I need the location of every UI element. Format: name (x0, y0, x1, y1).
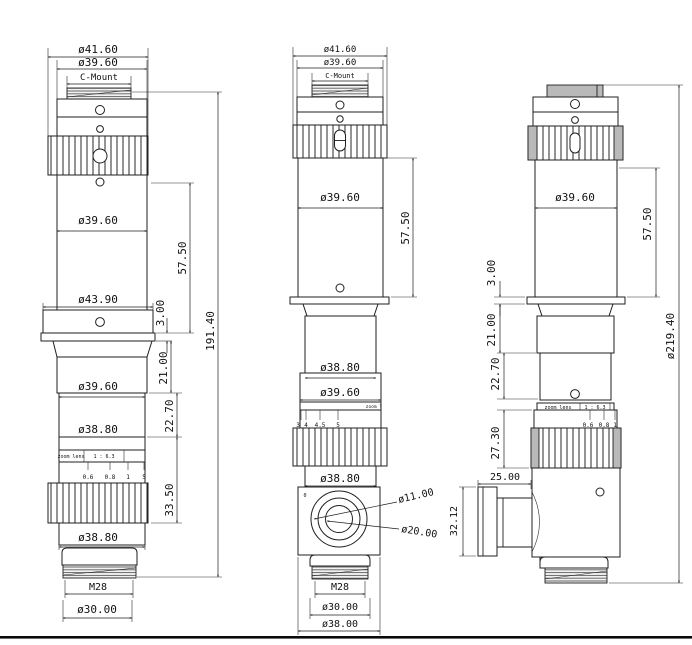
dim-mid-dia-41-60: ø41.60 (324, 45, 357, 55)
dim-left-57-50: 57.50 (176, 241, 189, 274)
left-side-dimensions: 57.50 3.00 21.00 22.70 33.50 191.40 (132, 91, 222, 578)
right-front-block (531, 467, 621, 558)
dim-mid-dia-38-80-low: ø38.80 (320, 472, 360, 485)
mid-scale-3: 3 (296, 422, 300, 429)
right-scale-1: 1 (613, 422, 617, 429)
dim-mid-dia-39-60-mid: ø39.60 (320, 191, 360, 204)
right-body: ø39.60 zoom lens 1 : 6.3 0.6 0.8 1 (477, 84, 626, 584)
dim-right-21-00: 21.00 (485, 313, 498, 346)
left-zoom-ring (47, 482, 149, 524)
mid-zoom-ring (292, 427, 388, 467)
left-band-ratio: 1 : 6.3 (93, 454, 114, 460)
mid-scale-4-5: 4.5 (315, 422, 326, 429)
right-band-ratio: 1 : 6.3 (584, 405, 605, 411)
right-scale-0-6: 0.6 (583, 422, 594, 429)
middle-top-dimensions: ø41.60 ø39.60 C-Mount (292, 45, 388, 125)
dim-mid-dia-38-00: ø38.00 (322, 619, 358, 630)
dim-left-21-00: 21.00 (157, 351, 170, 384)
mid-zero-mark: 0 (303, 493, 306, 499)
left-view: ø41.60 ø39.60 C-Mount ø39.60 (40, 43, 222, 622)
right-m28-thread (544, 567, 608, 584)
left-flange-plate (40, 332, 156, 342)
mid-band-label: zoom lens (366, 404, 391, 410)
left-body: ø39.60 ø43.90 ø39.60 ø38.80 (40, 87, 156, 622)
mid-bottom-neck (309, 554, 371, 567)
dim-left-m28: M28 (89, 582, 107, 593)
right-lens-curve (531, 491, 540, 553)
dim-left-22-70: 22.70 (163, 399, 176, 432)
left-bottom-neck (61, 547, 138, 566)
dim-left-dia-39-60-top: ø39.60 (78, 56, 118, 69)
mid-zoom-scale-band: zoom lens 3 4 4.5 5 (296, 401, 391, 429)
middle-side-dimensions: 57.50 (385, 157, 417, 298)
right-zoom-scale-band: zoom lens 1 : 6.3 0.6 0.8 1 (533, 402, 618, 429)
dim-left-dia-39-60-mid: ø39.60 (78, 214, 118, 227)
right-setscrew-top (570, 99, 580, 109)
left-focus-ring (47, 135, 149, 176)
right-bottom-neck (539, 556, 609, 569)
left-scale-1: 1 (126, 474, 130, 481)
sheet-border-line (0, 636, 692, 639)
mid-c-mount-thread (311, 84, 369, 98)
right-zoom-ring (530, 427, 622, 469)
dim-right-32-12: 32.12 (449, 506, 460, 536)
dim-mid-57-50: 57.50 (399, 211, 412, 244)
mid-setscrew-top (335, 100, 345, 110)
right-side-dimensions: 25.00 32.12 57.50 3.00 21.00 22.70 (449, 84, 683, 584)
dim-left-c-mount: C-Mount (80, 73, 118, 83)
middle-view: ø41.60 ø39.60 C-Mount ø39.60 (289, 45, 438, 635)
dim-left-33-50: 33.50 (163, 483, 176, 516)
dim-left-191-40: 191.40 (204, 311, 217, 351)
dim-mid-dia-39-60-low: ø39.60 (320, 386, 360, 399)
dim-mid-m28: M28 (331, 582, 349, 593)
dim-right-57-50: 57.50 (641, 207, 654, 240)
dim-right-22-70: 22.70 (489, 357, 502, 390)
mid-scale-5: 5 (336, 422, 340, 429)
dim-mid-c-mount: C-Mount (325, 72, 355, 80)
middle-body: ø39.60 ø38.80 ø39.60 zoom lens 3 (289, 84, 438, 635)
left-setscrew-2 (96, 125, 104, 133)
left-scale-0-8: 0.8 (105, 474, 116, 481)
dim-left-dia-39-60-low: ø39.60 (78, 380, 118, 393)
left-scale-5: 5 (142, 474, 146, 481)
left-scale-0-6: 0.6 (83, 474, 94, 481)
dim-mid-dia-20-00: ø20.00 (401, 524, 438, 541)
right-flange-plate (526, 296, 626, 305)
left-setscrew-top (95, 105, 105, 115)
left-band-label: zoom lens (57, 454, 84, 460)
mid-scale-4: 4 (304, 422, 308, 429)
dim-right-3-00: 3.00 (485, 260, 498, 287)
right-view: ø39.60 zoom lens 1 : 6.3 0.6 0.8 1 (449, 84, 683, 584)
dim-left-dia-38-80-low: ø38.80 (78, 531, 118, 544)
mid-setscrew-2 (336, 115, 344, 123)
right-scale-0-8: 0.8 (599, 422, 610, 429)
right-setscrew-2 (571, 116, 579, 124)
left-zoom-scale-band: zoom lens 1 : 6.3 0.6 0.8 1 5 (57, 436, 146, 484)
right-port-flange (477, 486, 498, 557)
dim-left-dia-43-90: ø43.90 (78, 293, 118, 306)
dim-mid-dia-11-00: ø11.00 (397, 487, 435, 506)
dim-right-dia-219-40: ø219.40 (664, 313, 677, 359)
left-top-dimensions: ø41.60 ø39.60 C-Mount (47, 43, 149, 136)
dim-left-3-00: 3.00 (154, 300, 167, 327)
mid-flange-plate (289, 296, 390, 305)
dim-mid-dia-38-80-up: ø38.80 (320, 361, 360, 374)
dim-mid-dia-30-00: ø30.00 (322, 602, 358, 613)
dim-left-dia-41-60: ø41.60 (78, 43, 118, 56)
dim-mid-dia-39-60-top: ø39.60 (324, 58, 357, 68)
right-setscrew-block (595, 487, 605, 497)
right-port-cylinder (496, 497, 533, 548)
right-c-mount-thread (546, 84, 604, 98)
right-band-label: zoom lens (544, 405, 571, 411)
dim-left-dia-38-80-up: ø38.80 (78, 423, 118, 436)
dim-left-dia-30-00: ø30.00 (77, 603, 117, 616)
dim-right-27-30: 27.30 (489, 426, 502, 459)
dim-right-25-00: 25.00 (490, 472, 520, 483)
dim-right-dia-39-60: ø39.60 (555, 191, 595, 204)
